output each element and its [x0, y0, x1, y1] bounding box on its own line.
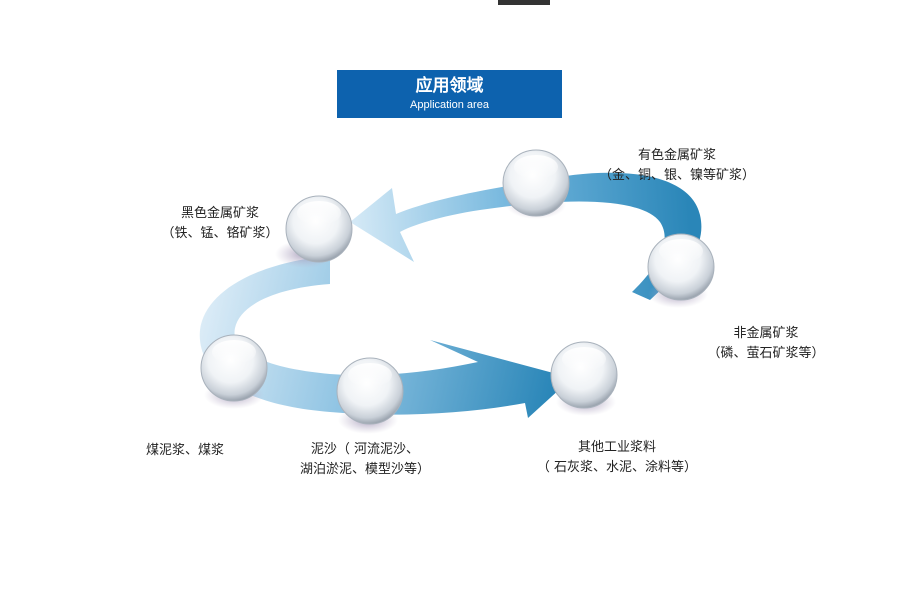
label-silt-line1: 泥沙（ 河流泥沙、	[310, 442, 420, 457]
label-silt-line2: 湖泊淤泥、模型沙等）	[299, 462, 430, 477]
label-ferrous-line1: 黑色金属矿浆	[180, 206, 259, 221]
node-ball-silt	[336, 357, 404, 425]
label-other-industrial-line2: （ 石灰浆、水泥、涂料等）	[536, 460, 698, 475]
label-nonmetal: 非金属矿浆 （磷、萤石矿浆等）	[696, 324, 836, 364]
label-coal: 煤泥浆、煤浆	[146, 441, 266, 461]
label-ferrous-line2: （铁、锰、铬矿浆）	[161, 226, 279, 241]
title-main: 应用领域	[415, 76, 484, 96]
title-banner: 应用领域 Application area	[337, 70, 562, 118]
node-ball-nonmetal	[647, 233, 715, 301]
upper-flow-arrow	[350, 172, 702, 300]
label-silt: 泥沙（ 河流泥沙、 湖泊淤泥、模型沙等）	[290, 440, 440, 480]
node-ball-ferrous	[285, 195, 353, 263]
lower-flow-arrow	[199, 256, 572, 418]
node-ball-coal	[200, 334, 268, 402]
label-nonferrous-line2: （金、铜、银、镍等矿浆）	[598, 168, 755, 183]
title-sub: Application area	[410, 99, 489, 111]
top-edge-mark	[498, 0, 550, 5]
label-nonmetal-line2: （磷、萤石矿浆等）	[707, 346, 825, 361]
label-other-industrial: 其他工业浆料 （ 石灰浆、水泥、涂料等）	[522, 438, 712, 478]
label-other-industrial-line1: 其他工业浆料	[577, 440, 656, 455]
label-coal-line1: 煤泥浆、煤浆	[146, 443, 225, 458]
label-nonferrous: 有色金属矿浆 （金、铜、银、镍等矿浆）	[592, 146, 762, 186]
label-ferrous: 黑色金属矿浆 （铁、锰、铬矿浆）	[160, 204, 280, 244]
label-nonferrous-line1: 有色金属矿浆	[637, 148, 716, 163]
label-nonmetal-line1: 非金属矿浆	[733, 326, 799, 341]
node-ball-nonferrous	[502, 149, 570, 217]
node-ball-other-industrial	[550, 341, 618, 409]
